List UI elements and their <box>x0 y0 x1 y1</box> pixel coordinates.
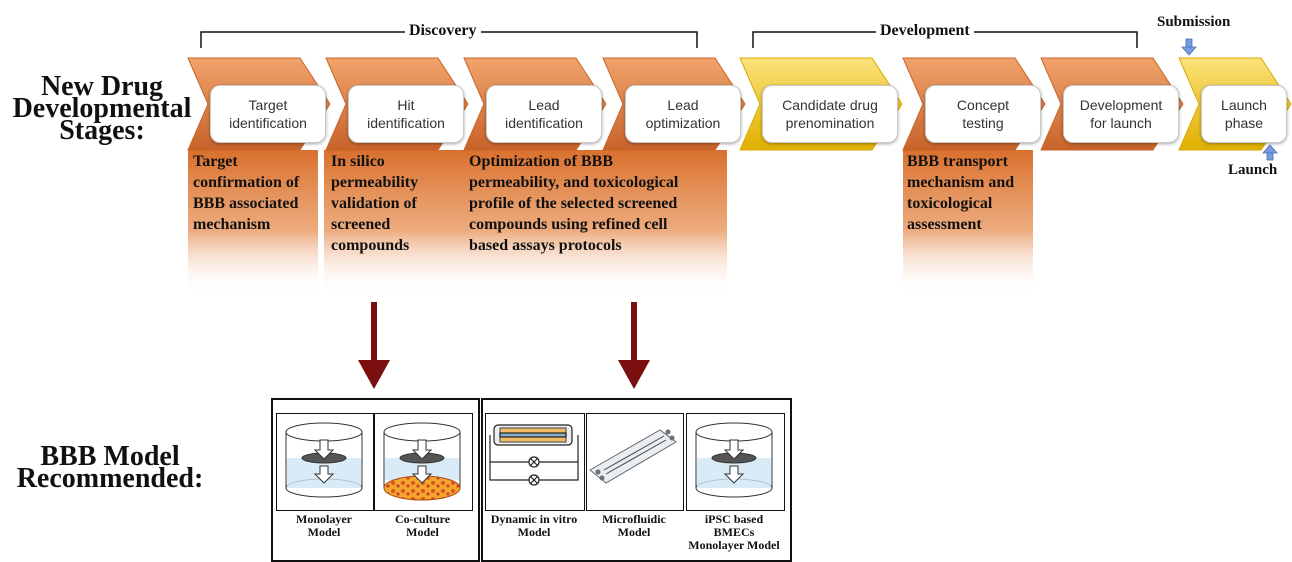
stage-label-1: Hit identification <box>348 85 464 143</box>
microfluidic-model-image <box>586 413 684 511</box>
stage-label-6: Development for launch <box>1063 85 1179 143</box>
stage-label-0: Target identification <box>210 85 326 143</box>
stage-label-2: Lead identification <box>486 85 602 143</box>
desc-bg-hit <box>324 150 462 295</box>
launch-arrow-icon <box>1262 144 1278 161</box>
submission-label: Submission <box>1157 14 1231 30</box>
desc-bg-target <box>188 150 318 295</box>
stage-label-7: Launch phase <box>1201 85 1287 143</box>
dynamic-circuit-icon <box>489 424 579 486</box>
discovery-label: Discovery <box>405 22 481 40</box>
models-row-title: BBB Model Recommended: <box>16 441 204 494</box>
ipsc-well-icon <box>695 422 773 498</box>
development-label: Development <box>876 22 974 40</box>
down-arrow-right <box>618 302 650 389</box>
launch-label: Launch <box>1228 162 1278 178</box>
stage-label-3: Lead optimization <box>625 85 741 143</box>
coculture-well-icon <box>383 422 461 501</box>
submission-arrow-icon <box>1181 38 1197 56</box>
stage-label-4: Candidate drug prenomination <box>762 85 898 143</box>
down-arrow-left <box>358 302 390 389</box>
microfluidic-chip-icon <box>589 429 677 484</box>
monolayer-well-icon <box>285 422 363 498</box>
stage-label-5: Concept testing <box>925 85 1041 143</box>
desc-bg-lead <box>462 150 727 295</box>
stages-row-title: New Drug Developmental Stages: <box>12 71 192 146</box>
desc-bg-concept <box>903 150 1033 295</box>
